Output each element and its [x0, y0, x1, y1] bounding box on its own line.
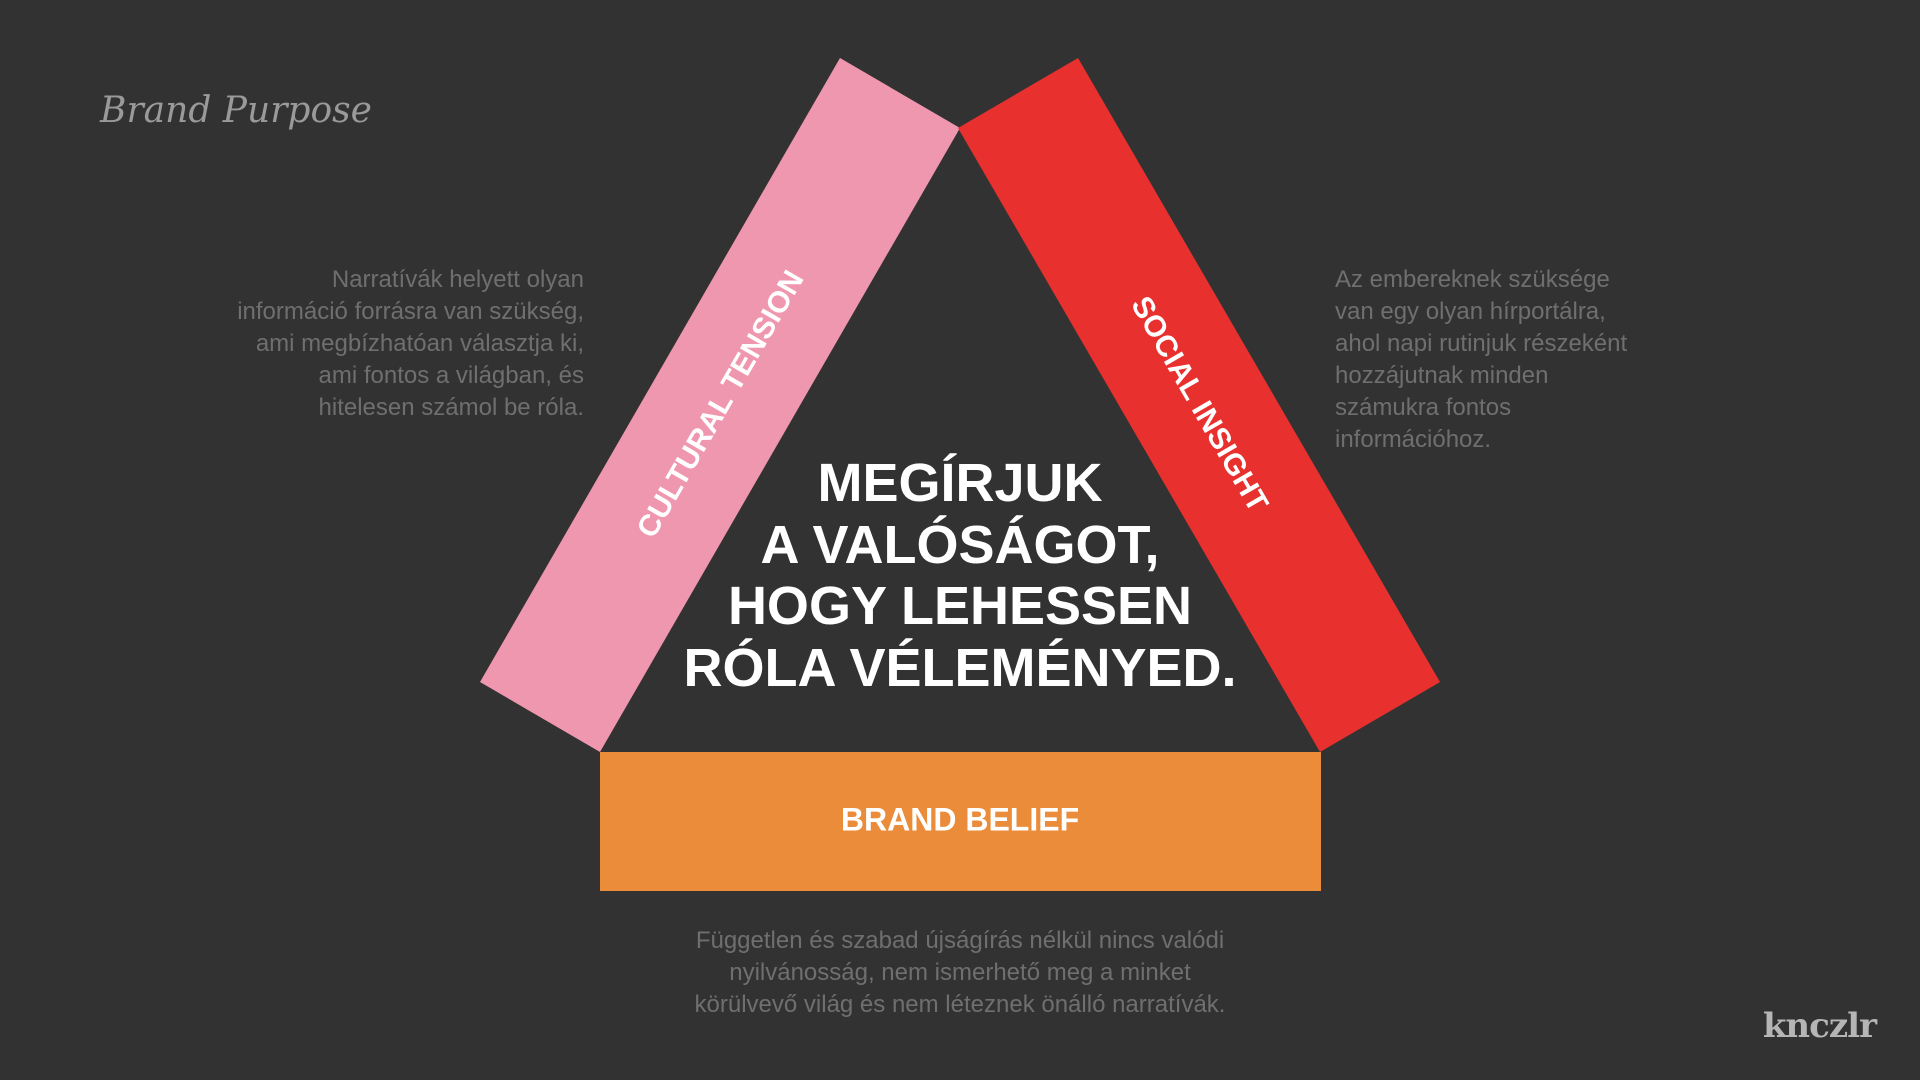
brand-belief-description: Független és szabad újságírás nélkül nin…	[560, 925, 1360, 1021]
social-insight-band	[958, 58, 1440, 752]
brand-belief-label: BRAND BELIEF	[841, 801, 1079, 837]
description-line: Az embereknek szüksége	[1335, 266, 1610, 293]
center-statement-line: A VALÓSÁGOT,	[760, 515, 1159, 575]
description-line: ami megbízhatóan választja ki,	[255, 330, 584, 357]
cultural-tension-description: Narratívák helyett olyan információ forr…	[237, 264, 584, 424]
description-line: van egy olyan hírportálra,	[1335, 298, 1606, 325]
social-insight-description: Az embereknek szüksége van egy olyan hír…	[1335, 264, 1627, 456]
center-statement-line: RÓLA VÉLEMÉNYED.	[683, 638, 1236, 698]
description-line: számukra fontos	[1335, 394, 1512, 421]
description-line: Független és szabad újságírás nélkül nin…	[695, 927, 1225, 954]
center-statement-line: HOGY LEHESSEN	[728, 576, 1192, 636]
description-line: információ forrásra van szükség,	[237, 298, 584, 325]
brand-logo: knczlr	[1762, 1006, 1877, 1046]
slide-title: Brand Purpose	[100, 90, 372, 131]
cultural-tension-band	[480, 58, 960, 752]
center-statement-line: MEGÍRJUK	[817, 453, 1102, 513]
description-line: információhoz.	[1335, 426, 1492, 453]
center-statement: MEGÍRJUK A VALÓSÁGOT, HOGY LEHESSEN RÓLA…	[683, 453, 1236, 698]
description-line: hitelesen számol be róla.	[318, 394, 584, 421]
description-line: ami fontos a világban, és	[318, 362, 585, 389]
description-line: ahol napi rutinjuk részeként	[1335, 330, 1628, 357]
description-line: nyilvánosság, nem ismerhető meg a minket	[729, 959, 1191, 986]
description-line: hozzájutnak minden	[1335, 362, 1549, 389]
description-line: Narratívák helyett olyan	[331, 266, 584, 293]
description-line: körülvevő világ és nem léteznek önálló n…	[694, 991, 1226, 1018]
brand-belief-band	[600, 752, 1321, 891]
